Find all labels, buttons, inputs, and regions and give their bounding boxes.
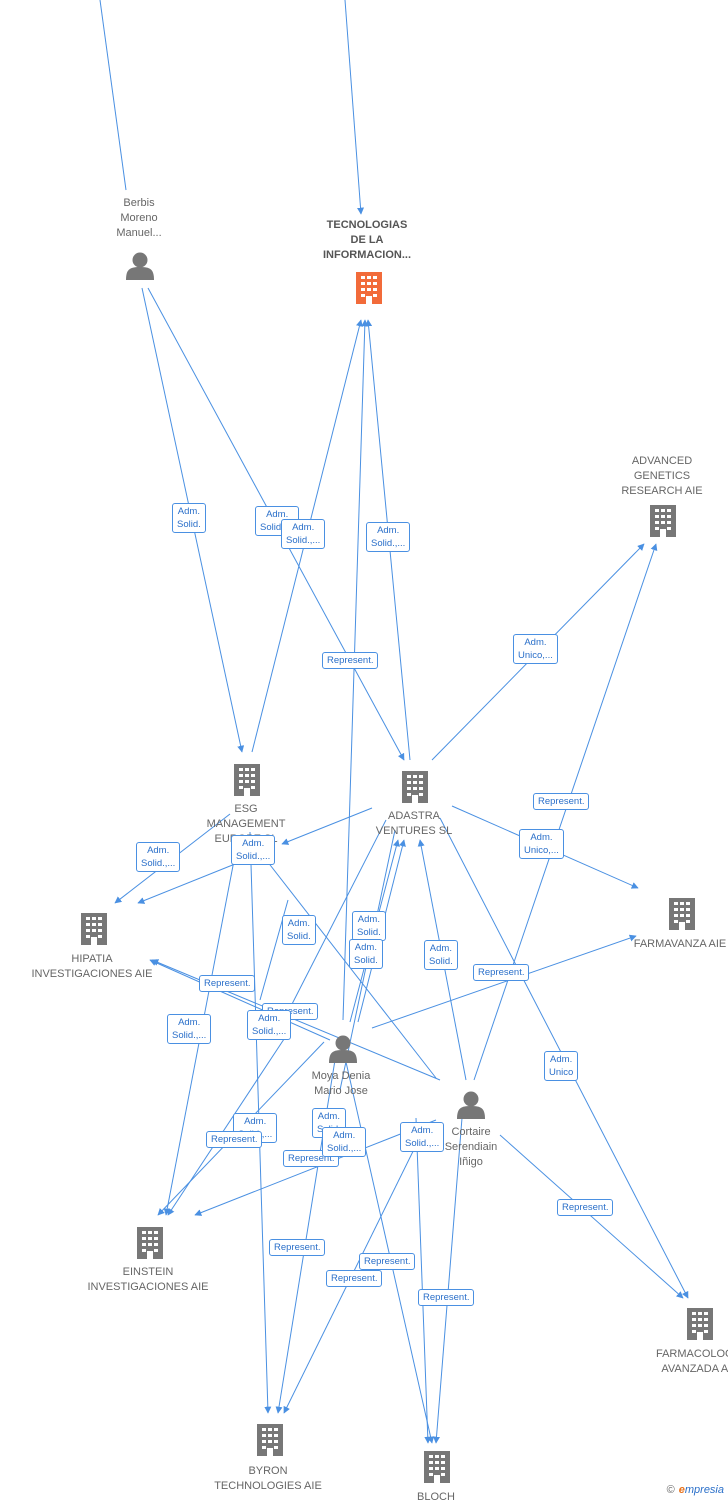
brand-logo-e: e: [678, 1484, 685, 1496]
hipatia-building-icon[interactable]: [81, 913, 107, 945]
edge-label-adastra-einstein[interactable]: Adm.Solid.,...: [247, 1010, 292, 1040]
brand-footer[interactable]: ©empresia: [667, 1484, 724, 1496]
edge-label-cortaire-bloch[interactable]: Adm.Solid.,...: [400, 1122, 445, 1152]
bloch-building-icon[interactable]: [424, 1451, 450, 1483]
edge-label-represent-cortaire-hipatia[interactable]: Represent.: [199, 975, 256, 992]
edge-label-represent-bloch-2[interactable]: Represent.: [418, 1289, 475, 1306]
edge-label-esg-tecnologias[interactable]: Adm.Solid.,...: [281, 519, 326, 549]
edge-line: [371, 934, 637, 1029]
advanced-building-icon[interactable]: [650, 505, 676, 537]
edge-line: [342, 319, 369, 1021]
edge-label-adastra-tecnologias[interactable]: Adm.Solid.,...: [366, 522, 411, 552]
edge-label-moya-esg[interactable]: Adm.Solid.: [282, 915, 316, 945]
node-label-farmacologia[interactable]: FARMACOLOGIAAVANZADA AIE: [655, 1348, 728, 1375]
farmavanza-building-icon[interactable]: [669, 898, 695, 930]
adastra-building-icon[interactable]: [402, 771, 428, 803]
brand-logo-text: mpresia: [684, 1484, 724, 1496]
edge-line: [344, 0, 365, 215]
berbis-person-icon[interactable]: [126, 252, 154, 281]
edge-label-represent-moya-farmavanza[interactable]: Represent.: [473, 964, 530, 981]
edge-label-moya-adastra-2[interactable]: Adm.Solid.: [349, 939, 383, 969]
edge-label-berbis-esg[interactable]: Adm.Solid.: [172, 503, 206, 533]
edge-line: [345, 1061, 435, 1444]
edge-line: [473, 543, 658, 1081]
edge-line: [415, 1117, 432, 1444]
edges: [99, 0, 689, 1444]
edge-label-moya-bloch[interactable]: Adm.Solid.,...: [322, 1127, 367, 1157]
edge-label-cortaire-adastra[interactable]: Adm.Solid.: [424, 940, 458, 970]
edge-label-represent-bloch-1[interactable]: Represent.: [359, 1253, 416, 1270]
node-label-bloch[interactable]: BLOCH: [417, 1491, 455, 1503]
edge-label-adastra-farmacologia[interactable]: Adm.Unico: [544, 1051, 579, 1081]
edge-label-represent-moya-tecnologias[interactable]: Represent.: [322, 652, 379, 669]
einstein-building-icon[interactable]: [137, 1227, 163, 1259]
edge-label-represent-cortaire-einstein[interactable]: Represent.: [206, 1131, 263, 1148]
edge-line: [194, 1119, 437, 1216]
farmacologia-building-icon[interactable]: [687, 1308, 713, 1340]
copyright-icon: ©: [666, 1484, 675, 1496]
esg-building-icon[interactable]: [234, 764, 260, 796]
edge-label-represent-cortaire-advanced[interactable]: Represent.: [533, 793, 590, 810]
edge-line: [137, 861, 241, 904]
edge-line: [167, 1029, 291, 1216]
edge-label-esg-byron[interactable]: Adm.Solid.,...: [167, 1014, 212, 1044]
edge-line: [149, 959, 331, 1041]
edge-line: [499, 1134, 684, 1299]
edge-label-esg-hipatia[interactable]: Adm.Solid.,...: [136, 842, 181, 872]
edge-label-represent-byron-1[interactable]: Represent.: [269, 1239, 326, 1256]
tecnologias-building-icon[interactable]: [356, 272, 382, 304]
node-label-farmavanza[interactable]: FARMAVANZA AIE: [633, 938, 727, 950]
edge-label-adastra-advanced[interactable]: Adm.Unico,...: [513, 634, 558, 664]
byron-building-icon[interactable]: [257, 1424, 283, 1456]
edge-label-moya-adastra-1[interactable]: Adm.Solid.: [352, 911, 386, 941]
edge-line: [99, 0, 127, 191]
edge-line: [433, 1117, 463, 1444]
cortaire-person-icon[interactable]: [457, 1091, 485, 1120]
edge-line: [281, 807, 373, 845]
edge-label-represent-cortaire-farmacologia[interactable]: Represent.: [557, 1199, 614, 1216]
edge-label-represent-byron-2[interactable]: Represent.: [326, 1270, 383, 1287]
edge-line: [289, 819, 387, 1009]
edge-line: [283, 1124, 427, 1414]
edge-line: [259, 851, 437, 1079]
moya-person-icon[interactable]: [329, 1035, 357, 1064]
edge-label-adastra-farmavanza[interactable]: Adm.Unico,...: [519, 829, 564, 859]
edge-label-esg-einstein[interactable]: Adm.Solid.,...: [231, 835, 276, 865]
